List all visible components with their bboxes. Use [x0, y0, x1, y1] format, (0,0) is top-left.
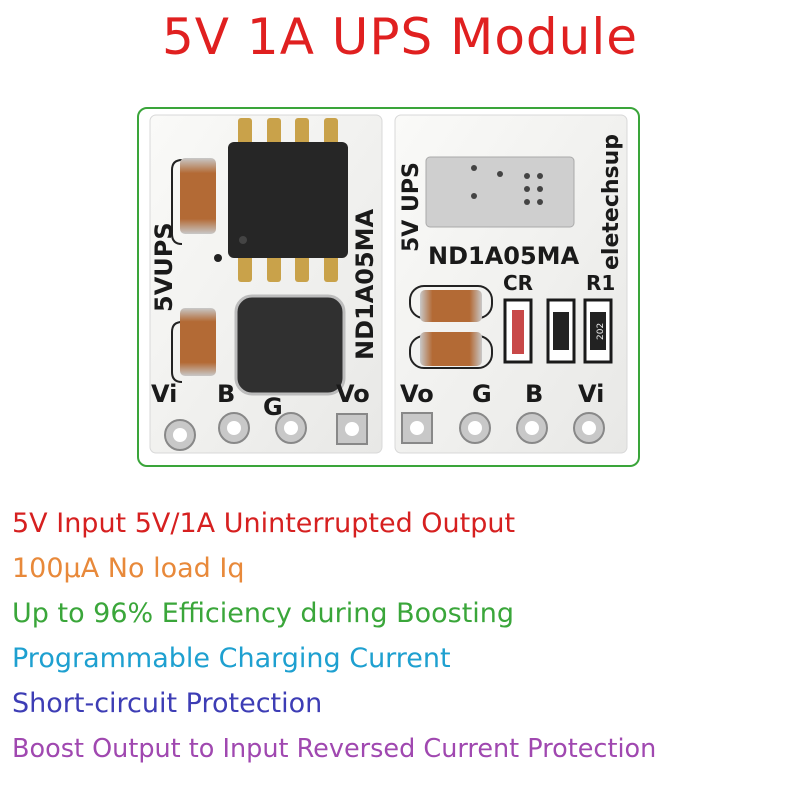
pin-label-g-left: G: [263, 393, 283, 421]
feature-item: Short-circuit Protection: [12, 688, 323, 719]
resistor-code: 202: [596, 323, 606, 340]
silk-5v-ups: 5V UPS: [399, 162, 424, 252]
pin-holes-right: [401, 412, 605, 444]
pin-label-b-right: B: [525, 380, 543, 408]
feature-item: Boost Output to Input Reversed Current P…: [12, 734, 657, 764]
board-right: 5V UPS eletechsup ND1A05MA CR R1 202 Vo …: [394, 114, 628, 454]
feature-item: Programmable Charging Current: [12, 643, 451, 674]
silk-brand: eletechsup: [599, 134, 624, 270]
ic-chip: [228, 142, 348, 258]
inductor: [234, 294, 346, 396]
pin-label-b-left: B: [217, 380, 235, 408]
silk-r1: R1: [586, 271, 615, 295]
pin-label-vi-right: Vi: [578, 380, 604, 408]
feature-item: Up to 96% Efficiency during Boosting: [12, 598, 515, 629]
capacitor-left-top: [171, 158, 216, 245]
silk-model-right: ND1A05MA: [428, 242, 580, 270]
pin-label-vi-left: Vi: [151, 380, 177, 408]
feature-item: 5V Input 5V/1A Uninterrupted Output: [12, 508, 516, 539]
pin-label-vo-right: Vo: [400, 380, 434, 408]
page-title: 5V 1A UPS Module: [161, 8, 638, 66]
silk-cr: CR: [503, 271, 533, 295]
capacitor-left-bottom: [171, 308, 216, 383]
board-left: 5VUPS ND1A05MA Vi B G Vo: [149, 114, 383, 454]
silk-model-left: ND1A05MA: [351, 208, 379, 360]
chip-top-pins: [238, 118, 338, 282]
product-image-frame: [137, 107, 640, 467]
feature-list: 5V Input 5V/1A Uninterrupted Output 100μ…: [12, 507, 800, 777]
pin-holes-left: [164, 412, 368, 451]
shield-pad: [425, 156, 575, 228]
module-photo: 5VUPS ND1A05MA Vi B G Vo 5V UPS eletechs…: [149, 114, 628, 454]
capacitor-right-top: [409, 285, 493, 322]
feature-item: 100μA No load Iq: [12, 553, 245, 584]
pin-label-g-right: G: [472, 380, 492, 408]
silk-5vups: 5VUPS: [150, 222, 178, 312]
capacitor-right-bottom: [409, 332, 493, 369]
pin-label-vo-left: Vo: [336, 380, 370, 408]
